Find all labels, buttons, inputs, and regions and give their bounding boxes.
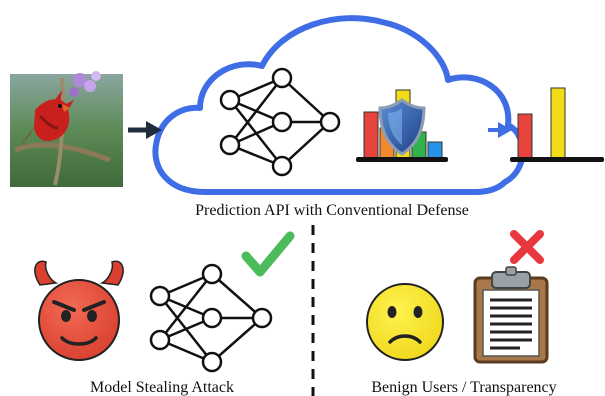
clipboard-icon [473,266,549,364]
chart-baseline [356,157,448,162]
stolen-neural-network-icon [149,263,273,373]
sad-face-icon [366,283,444,361]
defended-prediction-chart [356,89,448,162]
bar-red [363,111,379,159]
nn-edge [281,121,331,167]
nn-edge [281,77,331,123]
check-icon [241,231,295,277]
nn-edge [211,317,263,363]
nn-node [219,134,241,156]
nn-edge [159,273,213,341]
nn-node [149,329,171,351]
devil-face-icon [34,260,124,361]
nn-edge [229,77,283,146]
cloud-caption: Prediction API with Conventional Defense [195,202,469,219]
cloud-shape [152,15,526,195]
output-bar-yellow [550,87,566,159]
cross-icon [510,230,544,264]
input-image [10,71,123,187]
right-caption: Benign Users / Transparency [371,379,556,396]
nn-node [201,351,223,373]
output-prediction-chart [510,87,604,162]
nn-node [201,307,223,329]
nn-edge [211,273,263,319]
nn-node [219,89,241,111]
nn-node [201,263,223,285]
nn-node [149,285,171,307]
nn-node [251,307,273,329]
output-arrow [488,122,512,138]
neural-network-icon [219,67,341,177]
output-bar-red [517,113,533,159]
nn-node [319,111,341,133]
input-arrow [128,121,162,139]
output-baseline [510,157,604,162]
left-caption: Model Stealing Attack [90,379,234,396]
nn-node [271,67,293,89]
nn-node [271,111,293,133]
nn-node [271,155,293,177]
bar-blue [427,141,443,159]
